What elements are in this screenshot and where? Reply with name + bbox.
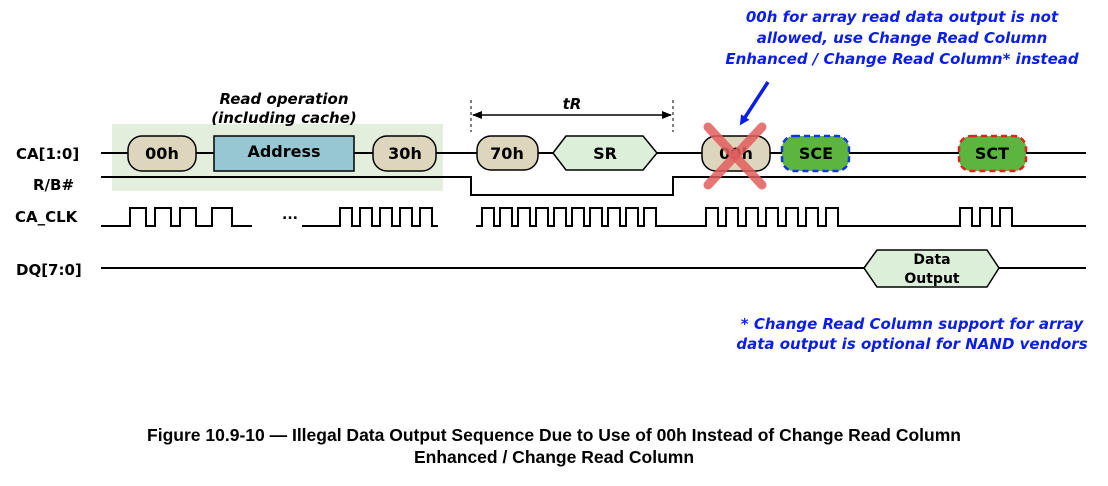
cmd-30h-label: 30h [388, 144, 422, 163]
signal-label-clk: CA_CLK [15, 208, 79, 226]
sce-box [780, 134, 851, 173]
note-arrow-icon [739, 81, 770, 126]
read-operation-label-line2: (including cache) [211, 109, 357, 127]
rb-waveform [101, 176, 1086, 196]
top-note-line3: Enhanced / Change Read Column* instead [725, 50, 1079, 68]
signal-label-rb: R/B# [33, 176, 74, 194]
cmd-30h-box [372, 135, 437, 172]
illegal-cross-icon [703, 122, 767, 190]
sct-label: SCT [975, 144, 1009, 163]
read-operation-label-line1: Read operation [219, 90, 348, 108]
top-note-line2: allowed, use Change Read Column [757, 29, 1048, 47]
signal-label-dq: DQ[7:0] [16, 261, 82, 279]
data-output-box [863, 249, 1000, 288]
caption-line2: Enhanced / Change Read Column [413, 447, 695, 467]
sce-label: SCE [799, 144, 833, 163]
data-output-label-line2: Output [904, 271, 960, 287]
address-box [213, 135, 355, 172]
cmd-70h-box [476, 135, 539, 171]
sr-label: SR [593, 144, 617, 163]
clk-waveform [101, 207, 1086, 227]
bottom-note-line2: data output is optional for NAND vendors [736, 335, 1087, 353]
bottom-note-line1: * Change Read Column support for array [741, 315, 1085, 333]
cmd-00h-label: 00h [145, 144, 179, 163]
sr-box [552, 135, 658, 171]
signal-label-ca: CA[1:0] [16, 145, 79, 163]
cmd-70h-label: 70h [490, 144, 524, 163]
clk-ellipsis: ... [282, 207, 298, 223]
address-label: Address [247, 142, 320, 161]
caption-line1: Figure 10.9-10 — Illegal Data Output Seq… [147, 425, 961, 445]
top-note-line1: 00h for array read data output is not [746, 8, 1059, 26]
sct-box [957, 134, 1028, 173]
cmd-00h-box [127, 135, 197, 172]
figure-caption: Figure 10.9-10 — Illegal Data Output Seq… [0, 424, 1108, 468]
data-output-label-line1: Data [913, 252, 950, 268]
tr-label: tR [563, 95, 582, 113]
